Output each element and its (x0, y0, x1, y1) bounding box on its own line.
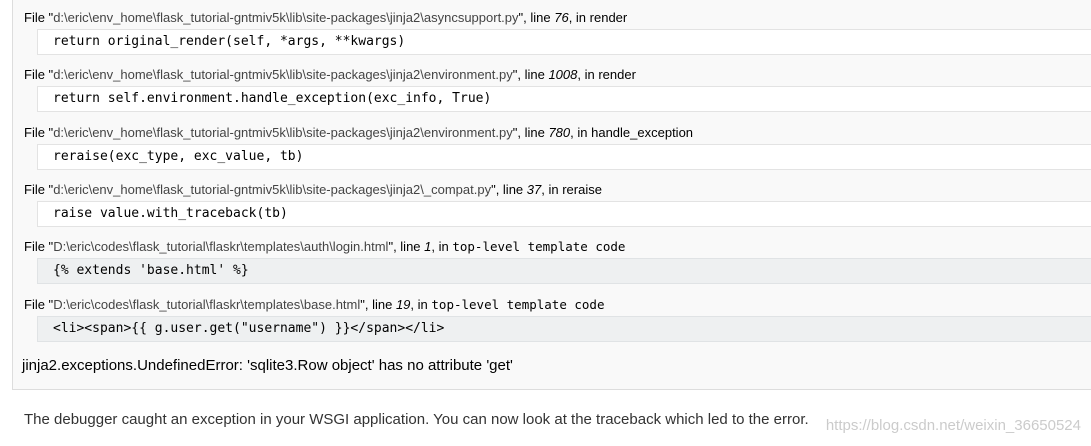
frame-file-path: d:\eric\env_home\flask_tutorial-gntmiv5k… (53, 67, 513, 82)
frame-source-line[interactable]: raise value.with_traceback(tb) (37, 201, 1091, 227)
frame-line-number: 1008 (548, 67, 578, 82)
exception-message: jinja2.exceptions.UndefinedError: 'sqlit… (22, 357, 513, 374)
frame-file-path: D:\eric\codes\flask_tutorial\flaskr\temp… (53, 239, 389, 254)
frame-file-prefix: File " (24, 125, 54, 140)
frame-file-path: d:\eric\env_home\flask_tutorial-gntmiv5k… (53, 125, 513, 140)
frame-in-prefix: , in (570, 125, 592, 140)
frame-header: File "d:\eric\env_home\flask_tutorial-gn… (24, 125, 693, 141)
frame-function-name: render (598, 67, 636, 82)
frame-file-path: d:\eric\env_home\flask_tutorial-gntmiv5k… (53, 182, 492, 197)
frame-header: File "d:\eric\env_home\flask_tutorial-gn… (24, 10, 627, 26)
frame-function-name: top-level template code (431, 297, 605, 312)
frame-function-name: reraise (562, 182, 602, 197)
frame-source-line[interactable]: reraise(exc_type, exc_value, tb) (37, 144, 1091, 170)
frame-in-prefix: , in (541, 182, 563, 197)
frame-line-prefix: ", line (360, 297, 396, 312)
frame-function-name: top-level template code (452, 239, 626, 254)
frame-source-line[interactable]: return self.environment.handle_exception… (37, 86, 1091, 112)
frame-line-prefix: ", line (512, 67, 549, 82)
frame-line-number: 780 (548, 125, 571, 140)
frame-header: File "D:\eric\codes\flask_tutorial\flask… (24, 239, 625, 255)
frame-file-prefix: File " (24, 297, 54, 312)
frame-file-path: d:\eric\env_home\flask_tutorial-gntmiv5k… (53, 10, 519, 25)
frame-line-number: 37 (526, 182, 542, 197)
frame-header: File "d:\eric\env_home\flask_tutorial-gn… (24, 182, 602, 198)
frame-source-line[interactable]: <li><span>{{ g.user.get("username") }}</… (37, 316, 1091, 342)
frame-file-path: D:\eric\codes\flask_tutorial\flaskr\temp… (53, 297, 361, 312)
frame-file-prefix: File " (24, 10, 54, 25)
frame-function-name: render (589, 10, 628, 25)
debugger-footer-text: The debugger caught an exception in your… (24, 411, 809, 428)
frame-line-prefix: ", line (491, 182, 527, 197)
frame-line-number: 76 (554, 10, 569, 25)
frame-in-prefix: , in (431, 239, 453, 254)
frame-file-prefix: File " (24, 182, 54, 197)
frame-in-prefix: , in (577, 67, 599, 82)
frame-line-prefix: ", line (512, 125, 549, 140)
frame-line-number: 1 (424, 239, 432, 254)
frame-function-name: handle_exception (591, 125, 694, 140)
frame-file-prefix: File " (24, 239, 54, 254)
frame-line-number: 19 (395, 297, 411, 312)
frame-source-line[interactable]: return original_render(self, *args, **kw… (37, 29, 1091, 55)
frame-source-line[interactable]: {% extends 'base.html' %} (37, 258, 1091, 284)
watermark: https://blog.csdn.net/weixin_36650524 (825, 417, 1081, 434)
frame-in-prefix: , in (410, 297, 432, 312)
frame-header: File "d:\eric\env_home\flask_tutorial-gn… (24, 67, 636, 83)
frame-line-prefix: ", line (388, 239, 425, 254)
frame-header: File "D:\eric\codes\flask_tutorial\flask… (24, 297, 604, 313)
frame-in-prefix: , in (568, 10, 590, 25)
frame-line-prefix: ", line (518, 10, 555, 25)
frame-file-prefix: File " (24, 67, 54, 82)
